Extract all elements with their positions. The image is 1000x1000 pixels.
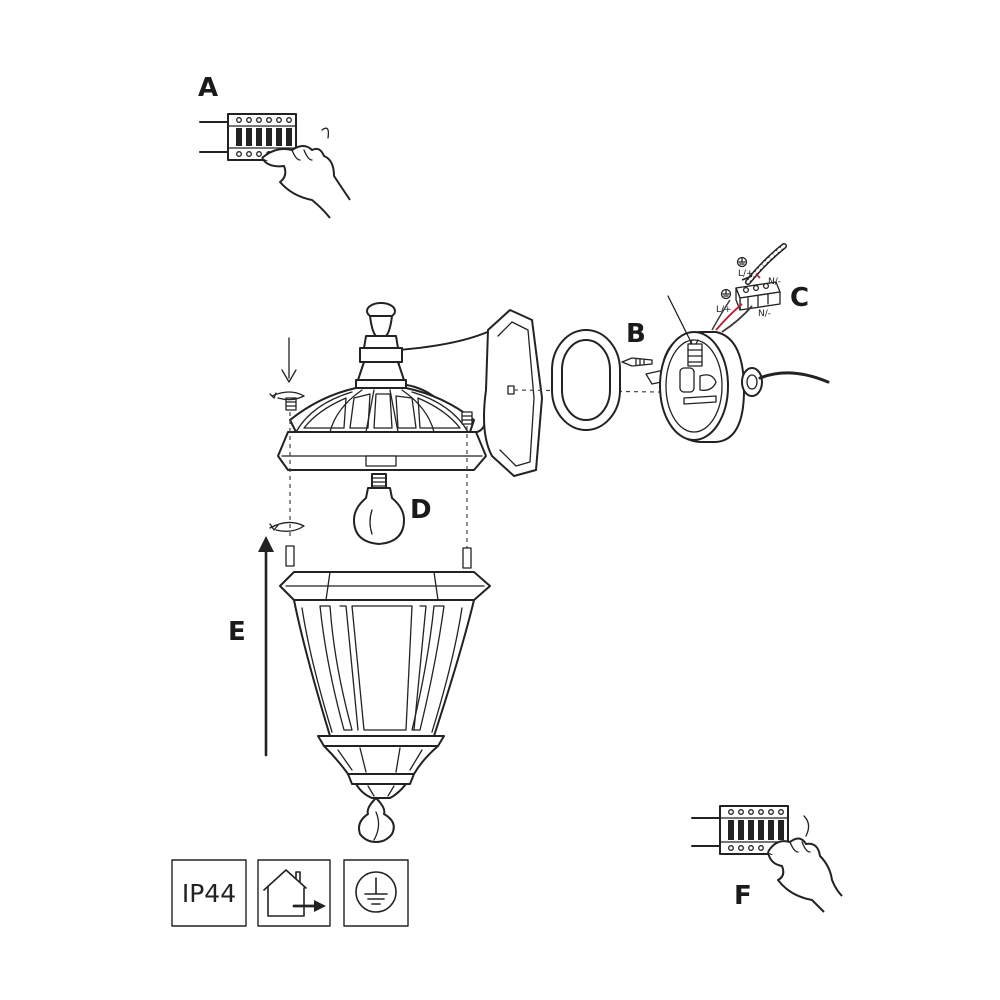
label-live-top: L/+ — [738, 269, 754, 279]
wiring-detail: L/+ N/- L/+ N/- — [711, 243, 787, 333]
hand-icon — [261, 145, 351, 219]
junction-box — [659, 295, 830, 443]
ip-rating-text: IP44 — [182, 879, 236, 908]
motion-mark-f — [803, 815, 810, 837]
terminal-block — [735, 281, 781, 311]
bulb-icon — [353, 473, 405, 545]
post-left — [285, 545, 295, 567]
roof-rim — [277, 431, 487, 471]
motion-mark — [321, 127, 330, 139]
label-neutral-top: N/- — [768, 277, 781, 287]
label-neutral-bottom: N/- — [758, 309, 771, 319]
earth-ground-icon — [343, 859, 409, 927]
step-label-e: E — [228, 617, 246, 647]
earth-mark-top — [736, 256, 748, 268]
din-rail-f — [691, 817, 721, 847]
rotate-arrow-icon — [269, 521, 305, 532]
label-live-bottom: L/+ — [716, 305, 732, 315]
din-rail — [199, 121, 229, 153]
gasket-ring — [551, 329, 621, 431]
step-label-d: D — [410, 495, 432, 525]
top-finial — [355, 302, 407, 389]
up-arrow-icon — [258, 536, 274, 757]
house-outdoor-icon — [257, 859, 331, 927]
post-right — [462, 547, 472, 569]
step-f-breaker-panel: F — [691, 805, 843, 913]
step-label-c: C — [790, 283, 809, 313]
down-arrow-icon — [281, 337, 297, 383]
roof-ribs — [295, 389, 469, 433]
lantern-assembly — [258, 302, 543, 843]
earth-mark-bottom — [720, 288, 732, 300]
hand-icon-f — [767, 837, 843, 913]
breaker-switches — [236, 117, 292, 157]
step-a-breaker-panel: A — [198, 73, 351, 219]
lantern-body — [279, 571, 491, 843]
step-label-b: B — [626, 319, 646, 349]
step-label-a: A — [198, 73, 218, 103]
step-label-f: F — [734, 881, 752, 911]
screw-right — [461, 411, 473, 425]
screw-left — [269, 391, 305, 411]
ip-rating-badge: IP44 — [171, 859, 247, 927]
breaker-switches-f — [728, 809, 784, 851]
